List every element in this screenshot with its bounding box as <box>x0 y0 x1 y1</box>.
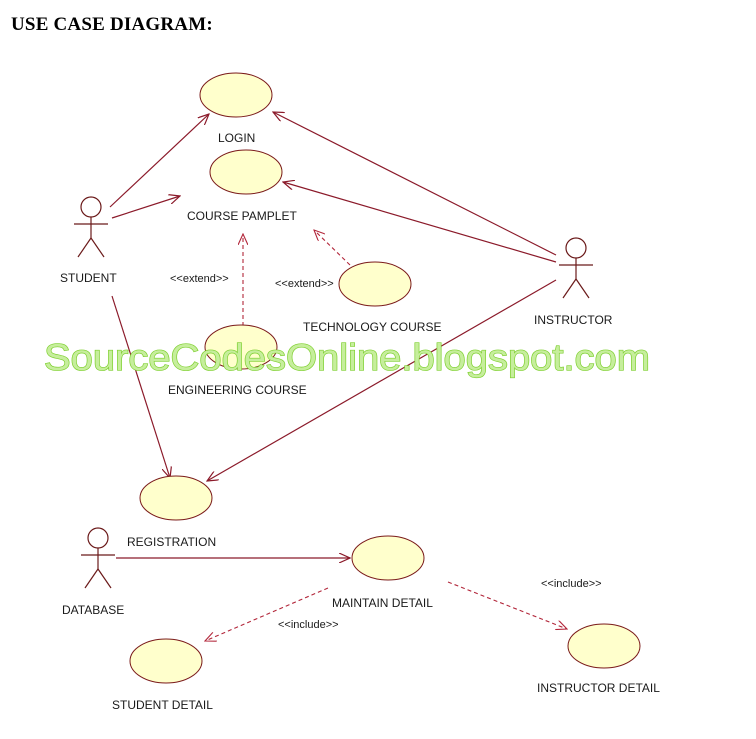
student-login-association <box>109 114 209 208</box>
use-case-technology-course[interactable] <box>338 261 412 307</box>
include-instructor-label: <<include>> <box>541 578 602 590</box>
instructor-detail-label: INSTRUCTOR DETAIL <box>537 681 660 695</box>
student-pamplet-association <box>111 196 180 219</box>
login-label: LOGIN <box>218 131 255 145</box>
student-detail-label: STUDENT DETAIL <box>112 698 213 712</box>
engineering-course-label: ENGINEERING COURSE <box>168 383 307 397</box>
database-actor-icon[interactable] <box>81 527 115 589</box>
watermark-text: SourceCodesOnline.blogspot.com <box>44 337 650 378</box>
instructor-pamplet-association <box>283 182 557 263</box>
instructor-actor-icon[interactable] <box>559 237 593 299</box>
use-case-instructor-detail[interactable] <box>567 623 641 669</box>
database-label: DATABASE <box>62 603 124 617</box>
maintain-detail-label: MAINTAIN DETAIL <box>332 596 433 610</box>
course-pamplet-label: COURSE PAMPLET <box>187 209 297 223</box>
instructor-label: INSTRUCTOR <box>534 313 613 327</box>
use-case-login[interactable] <box>199 72 273 118</box>
use-case-course-pamplet[interactable] <box>209 149 283 195</box>
instructor-login-association <box>273 112 557 256</box>
student-actor-icon[interactable] <box>74 196 108 258</box>
use-case-maintain-detail[interactable] <box>351 535 425 581</box>
student-detail-include-dependency <box>205 587 329 641</box>
student-label: STUDENT <box>60 271 117 285</box>
extend-technology-label: <<extend>> <box>275 278 334 290</box>
instructor-detail-include-dependency <box>447 581 567 629</box>
instructor-registration-association <box>207 279 557 481</box>
student-registration-association <box>111 295 170 478</box>
technology-course-label: TECHNOLOGY COURSE <box>303 320 441 334</box>
registration-label: REGISTRATION <box>127 535 216 549</box>
use-case-student-detail[interactable] <box>129 638 203 684</box>
use-case-registration[interactable] <box>139 475 213 521</box>
include-student-label: <<include>> <box>278 619 339 631</box>
technology-extend-dependency <box>314 230 351 266</box>
extend-engineering-label: <<extend>> <box>170 273 229 285</box>
use-case-engineering-course[interactable] <box>204 324 278 370</box>
page-title: USE CASE DIAGRAM: <box>11 14 213 35</box>
